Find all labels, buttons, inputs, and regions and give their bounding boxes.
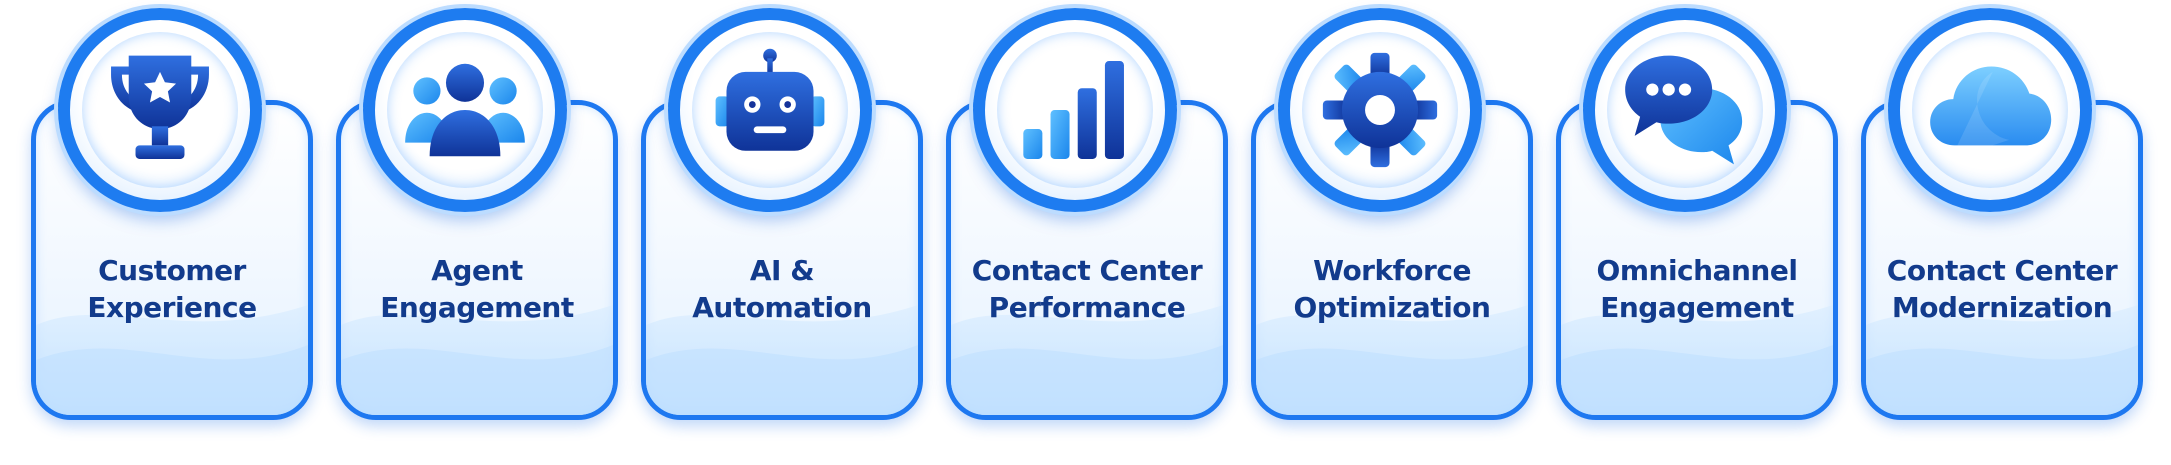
card-label-line1: Omnichannel [1596, 254, 1798, 287]
card-label: Workforce Optimization [1251, 252, 1533, 326]
card-label-line2: Performance [988, 291, 1186, 324]
icon-badge [1583, 8, 1787, 212]
card-label-line2: Automation [692, 291, 872, 324]
cloud-icon [1930, 66, 2052, 146]
card-label-line2: Engagement [380, 291, 574, 324]
users-icon [405, 63, 525, 157]
card-contact-center-modernization: Contact Center Modernization [1853, 0, 2153, 465]
icon-badge [58, 8, 262, 212]
card-workforce-optimization: Workforce Optimization [1243, 0, 1543, 465]
card-label: Customer Experience [31, 252, 313, 326]
card-label: Agent Engagement [336, 252, 618, 326]
card-label-line2: Experience [87, 291, 257, 324]
card-label-line1: Contact Center [971, 254, 1203, 287]
wave-decoration [36, 305, 308, 415]
card-label-line1: Workforce [1313, 254, 1471, 287]
card-label-line1: Contact Center [1886, 254, 2118, 287]
bar-chart-icon [1023, 61, 1124, 159]
wave-decoration [1561, 305, 1833, 415]
card-label-line2: Engagement [1600, 291, 1794, 324]
card-label-line2: Optimization [1293, 291, 1491, 324]
card-label-line1: Agent [431, 254, 523, 287]
trophy-icon [111, 55, 209, 159]
card-omnichannel-engagement: Omnichannel Engagement [1548, 0, 1848, 465]
card-contact-center-performance: Contact Center Performance [938, 0, 1238, 465]
icon-badge [1888, 8, 2092, 212]
robot-icon [715, 48, 825, 151]
wave-decoration [341, 305, 613, 415]
wave-decoration [1866, 305, 2138, 415]
wave-decoration [951, 305, 1223, 415]
icon-badge [973, 8, 1177, 212]
card-label-line2: Modernization [1891, 291, 2113, 324]
card-label: Contact Center Modernization [1861, 252, 2143, 326]
card-label: Contact Center Performance [946, 252, 1228, 326]
card-label: Omnichannel Engagement [1556, 252, 1838, 326]
card-agent-engagement: Agent Engagement [328, 0, 628, 465]
card-label: AI & Automation [641, 252, 923, 326]
wave-decoration [1256, 305, 1528, 415]
icon-badge [1278, 8, 1482, 212]
wave-decoration [646, 305, 918, 415]
icon-badge [363, 8, 567, 212]
card-label-line1: Customer [98, 254, 246, 287]
card-ai-automation: AI & Automation [633, 0, 933, 465]
chat-bubbles-icon [1625, 55, 1743, 165]
gear-icon [1322, 52, 1438, 168]
icon-badge [668, 8, 872, 212]
card-label-line1: AI & [749, 254, 815, 287]
card-customer-experience: Customer Experience [23, 0, 323, 465]
